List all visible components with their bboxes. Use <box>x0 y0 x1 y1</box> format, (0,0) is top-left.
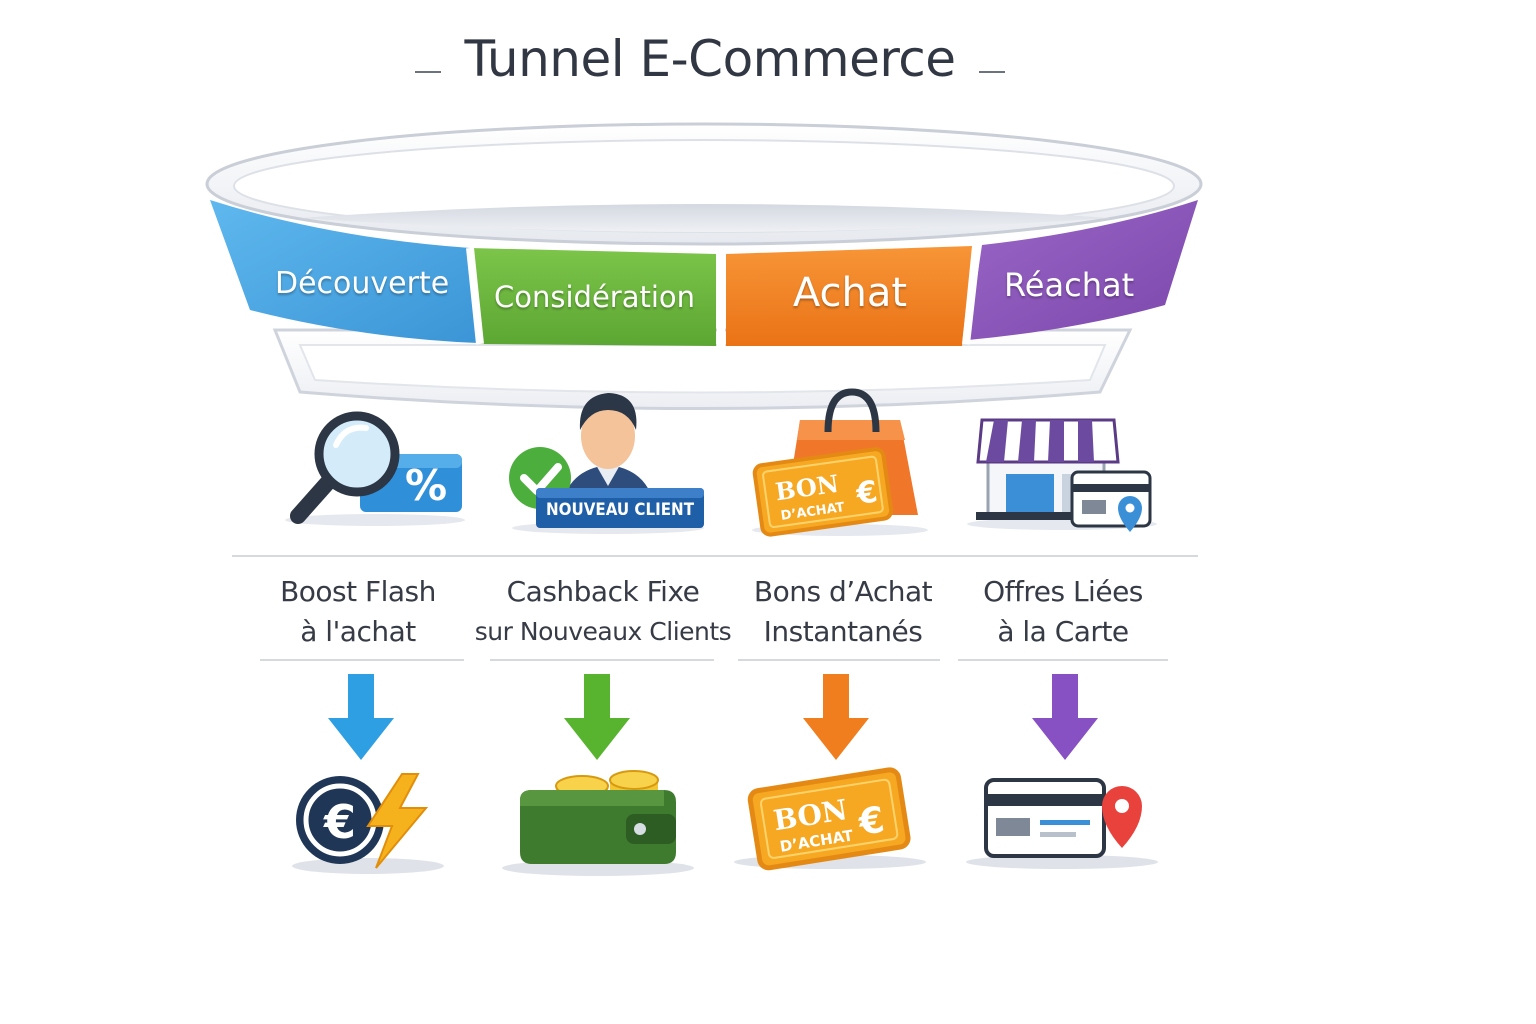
euro-symbol: € <box>323 795 356 849</box>
arrow-down-icon-orange <box>803 674 869 760</box>
stage-label-achat: Achat <box>792 270 908 316</box>
magnifier-percent-icon: % <box>285 411 465 526</box>
divider-bottom-2 <box>490 659 714 661</box>
new-client-person-icon: NOUVEAU CLIENT <box>509 393 704 534</box>
feature-bons-achat-line1: Bons d’Achat <box>753 575 933 608</box>
stage-segment-reachat <box>968 200 1198 340</box>
segment-separator-3 <box>962 245 981 345</box>
feature-offres-liees-line1: Offres Liées <box>983 575 1143 608</box>
feature-bons-achat-line2: Instantanés <box>763 615 923 648</box>
euro-lightning-icon: € <box>292 773 444 874</box>
title-block: Tunnel E-Commerce <box>0 30 1420 88</box>
feature-cashback-line1: Cashback Fixe <box>506 575 700 608</box>
feature-bons-achat: Bons d’Achat Instantanés <box>730 572 956 652</box>
percent-symbol: % <box>405 461 447 510</box>
feature-boost-flash-line1: Boost Flash <box>280 575 436 608</box>
feature-cashback: Cashback Fixe sur Nouveaux Clients <box>474 572 732 652</box>
funnel-inner-shadow <box>300 204 1110 232</box>
feature-boost-flash-line2: à l'achat <box>300 615 416 648</box>
voucher-ticket-top <box>752 447 894 537</box>
feature-boost-flash: Boost Flash à l'achat <box>247 572 469 652</box>
voucher-bottom-icon: BON D’ACHAT € <box>734 767 926 871</box>
location-pin <box>1102 786 1142 848</box>
stage-label-reachat: Réachat <box>1004 266 1135 304</box>
divider-top <box>232 555 1198 557</box>
wallet-coins-icon <box>502 770 694 876</box>
segment-separator-1 <box>466 247 484 345</box>
stage-segment-decouverte <box>210 200 478 343</box>
stage-segment-achat <box>726 246 972 346</box>
feature-cashback-line2: sur Nouveaux Clients <box>474 617 732 646</box>
title-right-dash <box>978 70 1005 73</box>
divider-bottom-4 <box>958 659 1168 661</box>
funnel-lower-inner <box>298 344 1107 394</box>
storefront-card-icon <box>967 418 1157 532</box>
stage-segment-consideration <box>470 248 716 346</box>
stage-label-consideration: Considération <box>494 280 696 314</box>
lightning-bolt <box>366 773 429 869</box>
feature-offres-liees: Offres Liées à la Carte <box>952 572 1174 652</box>
card-location-icon <box>966 778 1158 869</box>
nouveau-client-label: NOUVEAU CLIENT <box>546 500 695 520</box>
stage-label-decouverte: Découverte <box>275 266 450 301</box>
divider-bottom-3 <box>738 659 940 661</box>
arrow-down-icon-green <box>564 674 630 760</box>
shopping-bag-voucher-icon: BON D’ACHAT € <box>752 388 928 537</box>
feature-offres-liees-line2: à la Carte <box>997 615 1129 648</box>
title-left-dash <box>415 70 442 73</box>
svg-text:€: € <box>855 800 887 845</box>
divider-bottom-1 <box>260 659 464 661</box>
arrow-down-icon-purple <box>1032 674 1098 760</box>
arrow-down-icon-blue <box>328 674 394 760</box>
svg-text:€: € <box>853 474 880 512</box>
page-title: Tunnel E-Commerce <box>464 30 956 88</box>
